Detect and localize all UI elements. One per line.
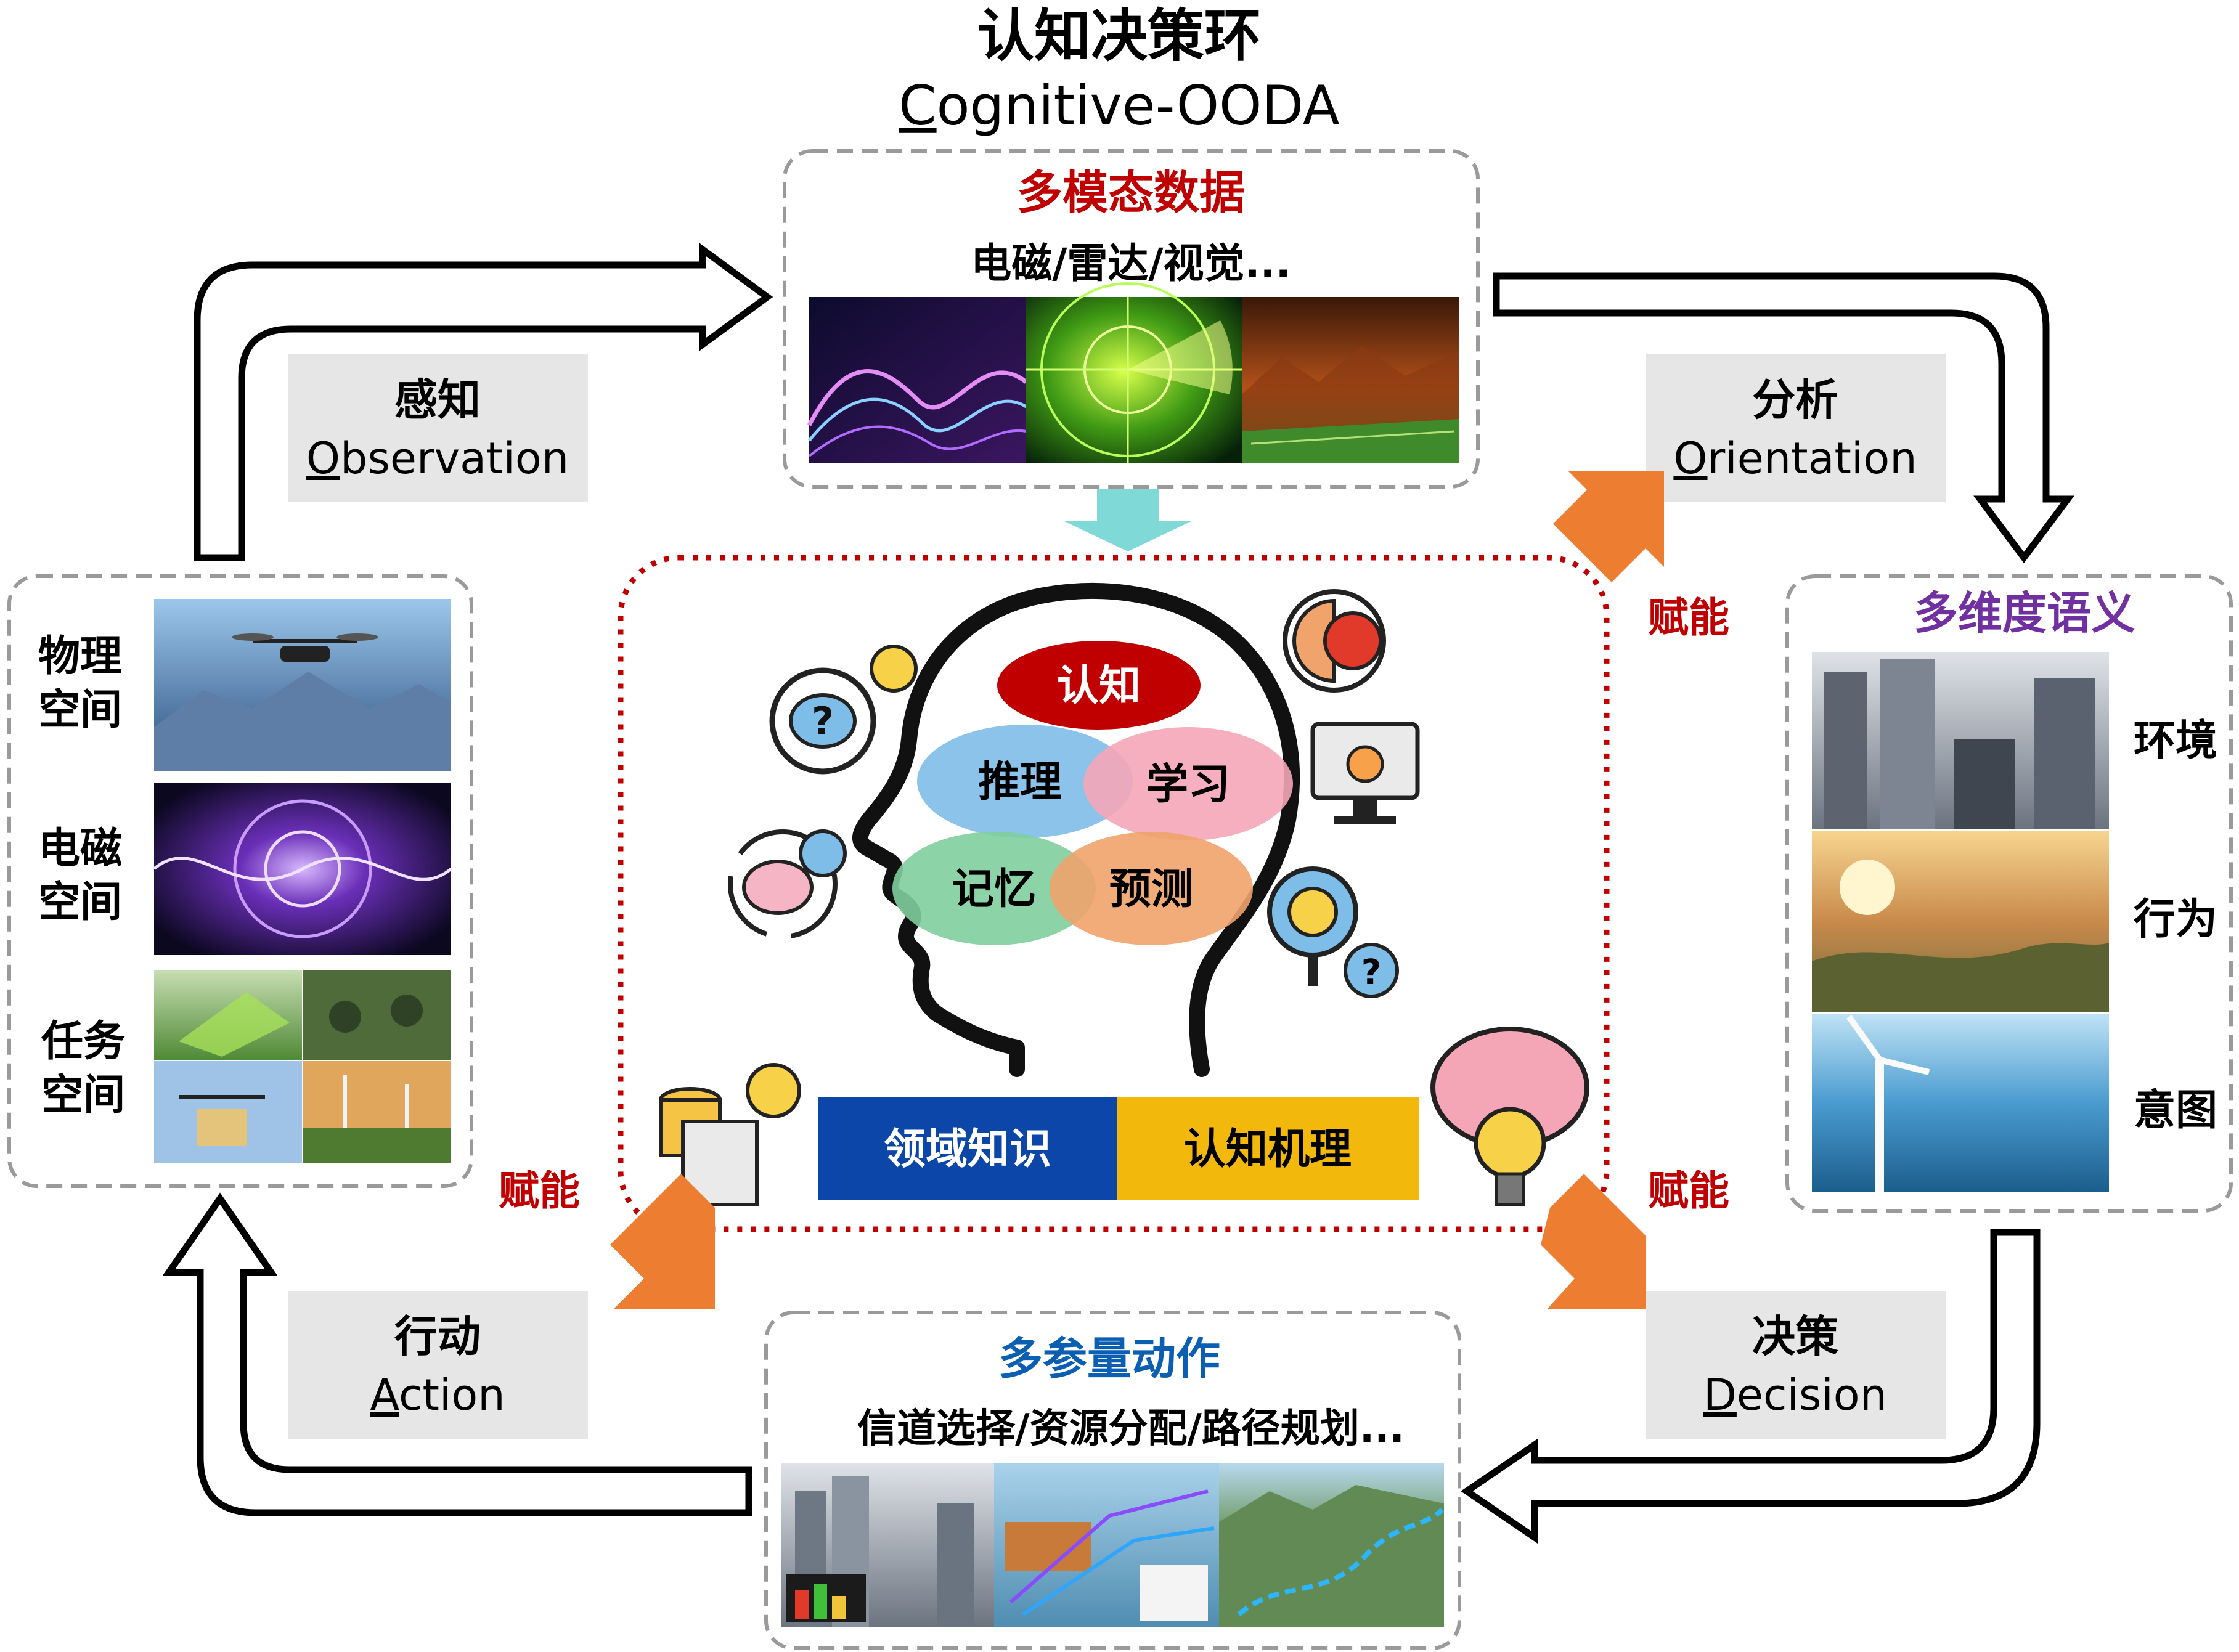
oval-reasoning: 推理 [917,725,1133,838]
title-zh: 认知决策环 [977,3,1261,69]
phase-orientation-zh: 分析 [1752,375,1838,425]
svg-text:记忆: 记忆 [952,865,1036,914]
left-label-physical: 物理 [38,632,122,681]
top-box: 多模态数据 电磁/雷达/视觉... [783,149,1480,489]
image-sea-turbines [1812,1014,2109,1192]
phase-orientation-en: Orientation [1673,433,1917,484]
phase-action-en: Action [370,1370,505,1420]
empower-label-3: 赋能 [1648,1167,1729,1215]
arrow-into-brain [1063,489,1193,551]
brain-gear-icon [1283,589,1386,693]
image-terrain [1242,297,1459,463]
bottom-box-title: 多参量动作 [998,1333,1220,1385]
arrow-observation [194,243,773,561]
phase-orientation: 分析 Orientation [1646,354,1946,502]
svg-text:空间: 空间 [41,1071,125,1120]
image-valley-paths [1219,1463,1444,1627]
phase-decision-zh: 决策 [1752,1311,1838,1362]
svg-text:预测: 预测 [1109,865,1193,914]
phase-observation-zh: 感知 [394,375,481,425]
arrow-orientation [1493,272,2074,564]
left-label-em: 电磁 [38,824,122,873]
svg-text:?: ? [812,699,834,744]
search-brain-icon: ? [1267,866,1399,998]
svg-text:?: ? [1361,953,1381,993]
image-radar [1026,282,1242,463]
phase-observation-en: Observation [306,433,569,484]
image-drone-mountains [154,599,451,771]
image-waveform [807,297,1028,463]
bar-cognitive-mechanism: 认知机理 [1117,1097,1419,1200]
image-city-channel [781,1463,994,1627]
arrow-decision [1461,1229,2041,1544]
question-brain-icon: ? [769,645,918,775]
empower-arrow-bottom-left [610,1174,715,1309]
empower-arrow-bottom-right [1541,1174,1646,1309]
head-outline-icon [852,582,1300,1077]
phase-decision: 决策 Decision [1646,1291,1946,1439]
monitor-book-icon [1310,722,1420,824]
image-city-drones [1812,652,2109,829]
bottom-box: 多参量动作 信道选择/资源分配/路径规划... [764,1311,1461,1650]
top-box-subtitle: 电磁/雷达/视觉... [971,240,1291,287]
svg-text:空间: 空间 [38,878,122,927]
svg-text:领域知识: 领域知识 [884,1125,1051,1174]
right-label-env: 环境 [2134,717,2217,765]
empower-label-1: 赋能 [1648,594,1729,641]
svg-text:空间: 空间 [38,686,122,734]
image-sunset-drones [1812,831,2109,1012]
phase-action: 行动 Action [288,1291,588,1439]
image-port-resources [994,1463,1219,1627]
brain-cycle-icon [728,829,847,939]
right-label-behavior: 行为 [2134,895,2217,944]
image-task-collage [154,970,451,1163]
image-em-waves [153,783,452,955]
phase-action-zh: 行动 [394,1311,481,1362]
empower-label-2: 赋能 [499,1167,580,1215]
arrow-action [162,1192,752,1516]
phase-decision-en: Decision [1703,1370,1887,1420]
drone-icon [232,633,378,662]
brain-lightbulb-icon [1430,1027,1589,1206]
title-en-rest: ognitive-OODA [937,74,1340,137]
right-box-title: 多维度语义 [1914,587,2135,639]
svg-text:认知: 认知 [1057,662,1141,710]
center-box: 认知 推理 学习 记忆 预测 领域知识 认知机理 [618,555,1610,1232]
oval-learning: 学习 [1083,727,1293,840]
left-box: 物理 空间 电磁 空间 任务 空间 [7,574,473,1188]
bar-domain-knowledge: 领域知识 [818,1097,1117,1200]
bottom-box-subtitle: 信道选择/资源分配/路径规划... [857,1406,1405,1452]
phase-observation: 感知 Observation [288,354,588,502]
oval-prediction: 预测 [1050,832,1253,945]
oval-memory: 记忆 [892,832,1096,945]
title-en: Cognitive-OODA [899,74,1340,137]
top-box-title: 多模态数据 [1017,166,1245,219]
right-label-intent: 意图 [2134,1086,2217,1135]
empower-arrow-top-right [1553,471,1664,582]
svg-text:认知机理: 认知机理 [1184,1125,1352,1174]
svg-text:学习: 学习 [1146,760,1230,809]
title-en-initial: C [899,74,936,137]
left-label-task: 任务 [41,1017,125,1066]
oval-cognition: 认知 [997,641,1201,730]
svg-text:推理: 推理 [978,758,1062,807]
right-box: 多维度语义 环境 行为 意图 [1785,574,2233,1213]
